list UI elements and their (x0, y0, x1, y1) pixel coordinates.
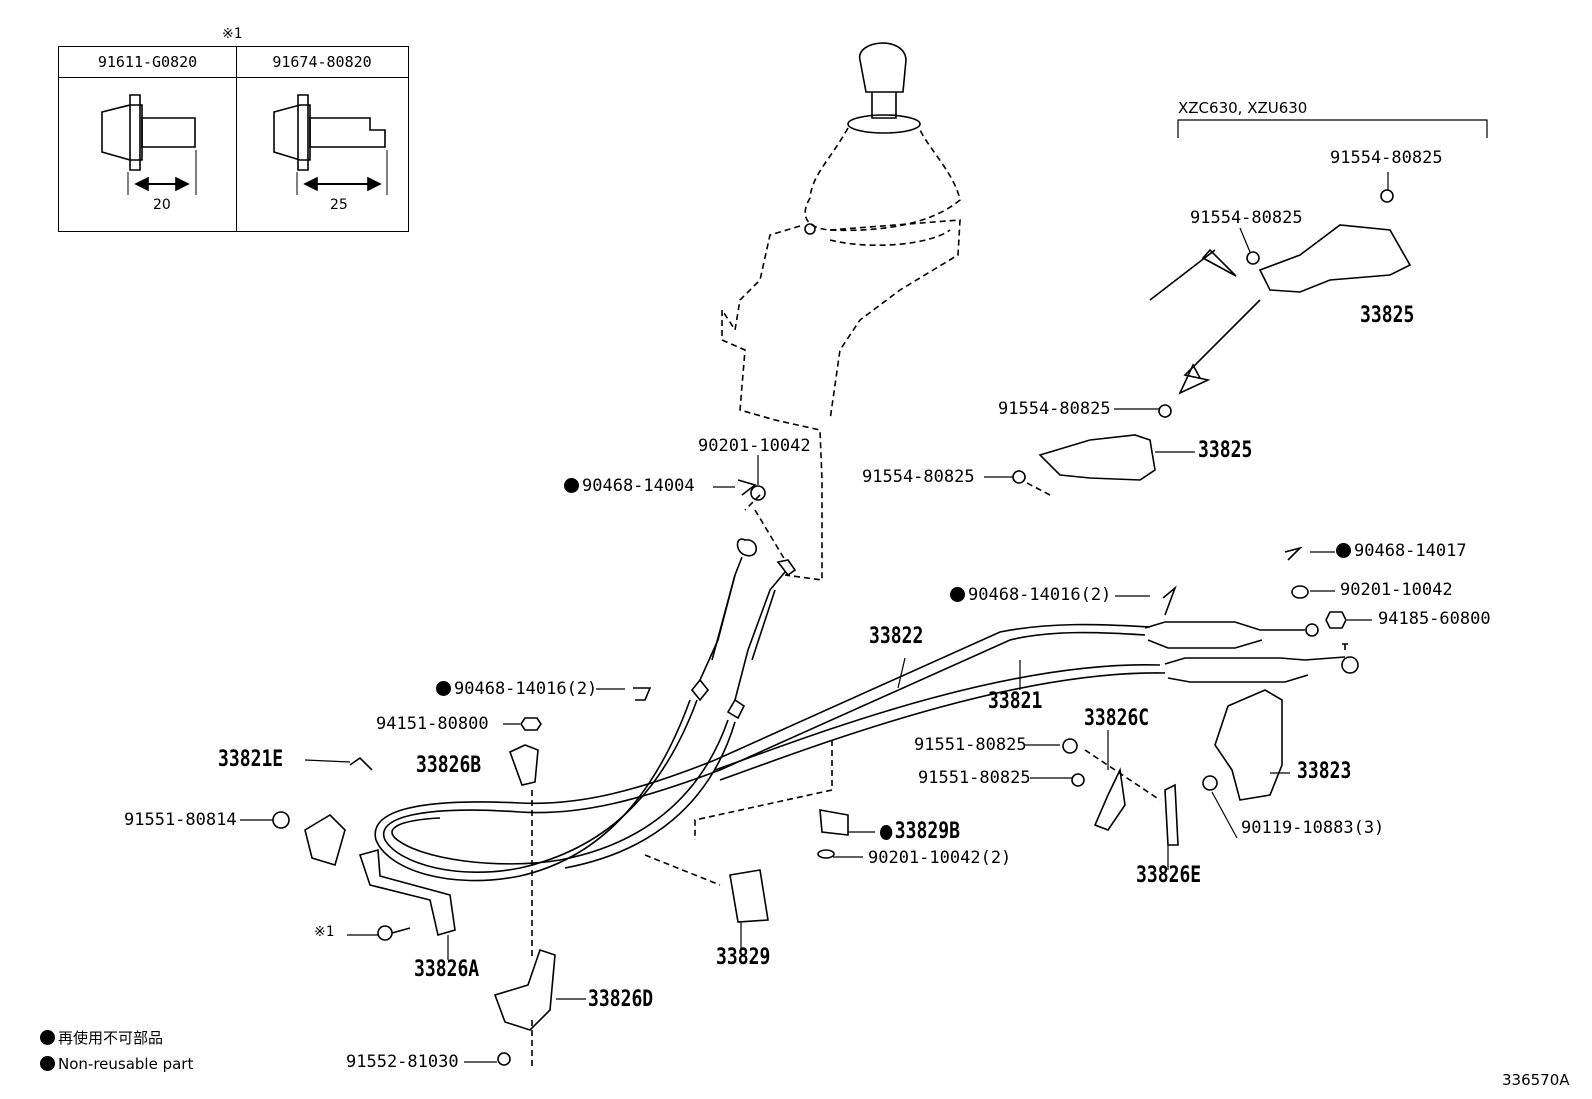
part-label-91554-d: 91554-80825 (862, 467, 975, 487)
part-label-90468-14017: 90468-14017 (1336, 541, 1467, 561)
part-label-90468-14004: 90468-14004 (564, 476, 695, 496)
part-label-91551-80825-b: 91551-80825 (918, 768, 1031, 788)
part-label-33829B: 33829B (880, 821, 960, 843)
length-col2: 25 (330, 197, 348, 213)
variant-label: XZC630, XZU630 (1178, 99, 1308, 117)
part-label-94185: 94185-60800 (1378, 609, 1491, 629)
bolt-spec-table: 91611-G0820 91674-80820 20 25 (58, 46, 409, 232)
table-header-col1: 91611-G0820 (59, 47, 237, 78)
dashed-leaders (531, 482, 1161, 1070)
part-label-33826E: 33826E (1136, 863, 1202, 888)
part-label-94151: 94151-80800 (376, 714, 489, 734)
length-col1: 20 (153, 197, 171, 213)
part-label-33825-a: 33825 (1360, 303, 1415, 328)
part-label-33829: 33829 (716, 945, 771, 970)
part-label-footnote-bolt: ※1 (314, 924, 335, 940)
part-label-33826B: 33826B (416, 753, 482, 778)
part-label-91552: 91552-81030 (346, 1052, 459, 1072)
part-label-33826D: 33826D (588, 987, 654, 1012)
leader-lines (240, 119, 1488, 1063)
part-label-33822: 33822 (869, 624, 924, 649)
part-label-33821E: 33821E (218, 747, 284, 772)
shift-lever-assembly (721, 42, 961, 581)
part-label-33826A: 33826A (414, 957, 480, 982)
part-label-33823: 33823 (1297, 759, 1352, 784)
part-label-90201-c: 90201-10042(2) (868, 848, 1012, 868)
drawing-number: 336570A (1502, 1071, 1570, 1089)
part-label-90201-a: 90201-10042 (698, 436, 811, 456)
cable-upper-ends (690, 494, 797, 720)
part-label-90468-14016-b: 90468-14016(2) (436, 679, 597, 699)
part-label-90119: 90119-10883(3) (1241, 818, 1385, 838)
bolt-specification-drawing (101, 94, 388, 195)
part-label-91554-b: 91554-80825 (1190, 208, 1303, 228)
part-label-90201-b: 90201-10042 (1340, 580, 1453, 600)
brackets (304, 224, 1412, 1031)
transmission-control-cables (374, 621, 1359, 882)
table-divider (236, 77, 237, 231)
footnote-mark: ※1 (222, 26, 243, 42)
fasteners (272, 189, 1394, 1066)
part-label-91554-a: 91554-80825 (1330, 148, 1443, 168)
part-label-33821: 33821 (988, 689, 1043, 714)
part-label-91551-80825-a: 91551-80825 (914, 735, 1027, 755)
table-header-col2: 91674-80820 (236, 47, 408, 78)
part-label-33826C: 33826C (1084, 706, 1150, 731)
part-label-91551-80814: 91551-80814 (124, 810, 237, 830)
part-label-33825-b: 33825 (1198, 438, 1253, 463)
legend-japanese: 再使用不可部品 (40, 1028, 163, 1048)
part-label-91554-c: 91554-80825 (998, 399, 1111, 419)
legend-non-reusable: Non-reusable part (40, 1054, 193, 1074)
part-label-90468-14016-a: 90468-14016(2) (950, 585, 1111, 605)
